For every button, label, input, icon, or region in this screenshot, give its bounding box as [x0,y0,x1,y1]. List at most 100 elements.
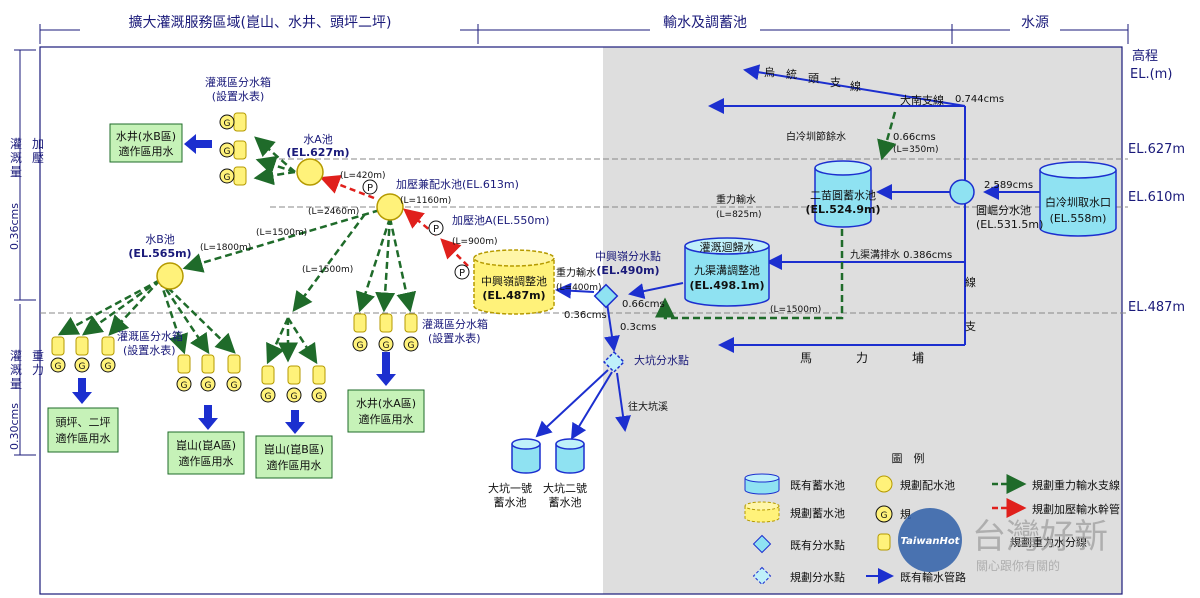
grey-region [603,47,1122,594]
gravity-lines [57,111,897,365]
pressurized-value: 0.36cms [8,203,21,250]
el-627-label: EL.627m [1128,142,1185,157]
pool-dakeng2: 大坑二號 蓄水池 [543,438,587,509]
g-label: G [291,392,298,402]
legend-g-box-label: 規 [900,507,911,521]
node-pool-a: 水A池 (EL.627m) [286,133,350,186]
g-valve-icon: G [74,357,90,373]
gravity-char-5: 量 [10,377,22,391]
output-shuijing-a-line1: 水井(水A區) [356,396,416,410]
wudong-char-3: 頭 [808,72,819,85]
pressurized-char-2: 壓 [32,151,44,165]
pump-marks: P P P [362,179,470,280]
elevation-axis: 高程 EL.(m) EL.627m EL.610m EL.487m [40,48,1185,315]
legend-g-box: G 規 [875,505,911,523]
legend-planned-split-label: 規劃分水點 [790,570,845,584]
watermark-logo-icon [898,508,962,572]
output-touping: 頭坪、二坪 適作區用水 [47,407,119,453]
legend-gravity-split: 規劃重力水分線 [877,533,1087,551]
gravity-char-4: 溉 [10,363,22,377]
watermark-brand: TaiwanHot [901,536,961,547]
output-kunshan-b-line2: 適作區用水 [267,458,322,472]
header-regions: 擴大灌溉服務區域(崑山、水井、頭坪二坪) 輸水及調蓄池 水源 [39,12,1129,44]
tank-group-a [233,112,247,186]
yuanti-name: 圓崛分水池 [976,203,1031,217]
pool-intake-el: (EL.558m) [1050,212,1107,225]
dist-box-label-1b: (設置水表) [212,89,265,103]
len-420: (L=420m) [340,171,386,181]
press-dist-label: 加壓兼配水池(EL.613m) [396,178,519,191]
g-valve-icon: G [403,336,419,352]
g-valve-icon: G [378,336,394,352]
pool-erqiao: 二苗圓蓄水池 (EL.524.9m) [805,160,881,228]
to-dakeng-label: 往大坑溪 [628,400,668,413]
g-valve-icon: G [352,336,368,352]
pool-intake-name: 白冷圳取水口 [1045,195,1111,209]
g-valve-icon: G [100,357,116,373]
flow-2589: 2.589cms [984,180,1033,191]
watermark: TaiwanHot 台灣好新 關心跟你有關的 [898,508,1108,573]
gravity-char-3: 灌 [10,349,22,363]
g-valve-icon: G [219,114,235,130]
output-shuijing-b: 水井(水B區) 適作區用水 [109,123,183,163]
g-label: G [357,341,364,351]
pool-b-name: 水B池 [145,233,175,246]
output-touping-line2: 適作區用水 [56,431,111,445]
output-kunshan-a-line2: 適作區用水 [179,454,234,468]
legend-planned-pool: 規劃蓄水池 [744,501,845,523]
len-1500a: (L=1500m) [256,228,307,238]
region-source-label: 水源 [1021,15,1049,31]
region-conveyance-label: 輸水及調蓄池 [663,15,747,31]
elevation-title: 高程 [1132,48,1158,64]
flow-labels: 重力輸水 重力輸水 0.66cms 0.66cms 0.36cms 0.3cms… [556,65,1033,413]
g-valve-icon: G [176,376,192,392]
pump-icon [362,179,378,195]
legend-existing-pipe-label: 既有輸水管路 [900,570,966,584]
pool-zhongxing: 中興嶺調整池 (EL.487m) [473,249,555,315]
pool-b-el: (EL.565m) [128,247,191,260]
flow-03: 0.3cms [620,322,656,333]
pool-dakeng1-line2: 蓄水池 [494,496,527,509]
dist-box-label-3b: (設置水表) [428,331,481,345]
legend-pressurized-line-label: 規劃加壓輸水幹管 [1032,502,1120,516]
pressurized-char-4: 溉 [10,151,22,165]
node-zhongxing-split: 中興嶺分水點 (EL.490m) [593,250,661,309]
pump-label-3: P [459,268,465,279]
g-valve-icon: G [50,357,66,373]
legend-existing-split-label: 既有分水點 [790,538,845,552]
legend-planned-dist-pool-label: 規劃配水池 [900,478,955,492]
node-dakeng-split: 大坑分水點 [603,351,689,373]
watermark-cn: 台灣好新 [972,517,1108,557]
press-a-label: 加壓池A(EL.550m) [452,214,549,227]
gravity-value: 0.30cms [8,403,21,450]
region-expansion-label: 擴大灌溉服務區域(崑山、水井、頭坪二坪) [129,14,392,31]
len-400: (L=400m) [556,283,602,293]
existing-pipelines [535,64,1040,440]
g-label: G [105,362,112,372]
g-valve-icon: G [219,168,235,184]
len-1800: (L=1800m) [200,243,251,253]
g-label: G [316,392,323,402]
main-frame [39,46,1123,595]
legend: 圖 例 既有蓄水池 規劃配水池 規劃重力輸水支線 規劃加壓輸水幹管 規劃蓄水池 … [744,451,1120,586]
pool-zhongxing-el: (EL.487m) [482,289,545,302]
legend-g-mark: G [881,511,888,521]
output-kunshan-b-line1: 崑山(崑B區) [264,443,324,456]
g-label: G [224,147,231,157]
len-1500b: (L=1500m) [302,265,353,275]
dist-box-label-1a: 灌溉區分水箱 [205,75,271,89]
tank-group-d [353,313,418,333]
g-valves: G G G G G G G G G G G G G G G [50,114,419,403]
pool-jiuqu-name: 九渠溝調整池 [694,263,760,277]
g-label: G [55,362,62,372]
flow-066a: 0.66cms [622,299,665,310]
gravity-main-label-2: 重力輸水 [716,193,756,206]
tank-group-c [261,365,326,385]
g-valve-icon: G [226,376,242,392]
tank-group-b1 [51,336,115,356]
flow-066b: 0.66cms [893,132,936,143]
legend-existing-pool-label: 既有蓄水池 [790,478,845,492]
node-yuanti-split: 圓崛分水池 (EL.531.5m) [949,179,1043,231]
dist-tanks [51,112,418,385]
